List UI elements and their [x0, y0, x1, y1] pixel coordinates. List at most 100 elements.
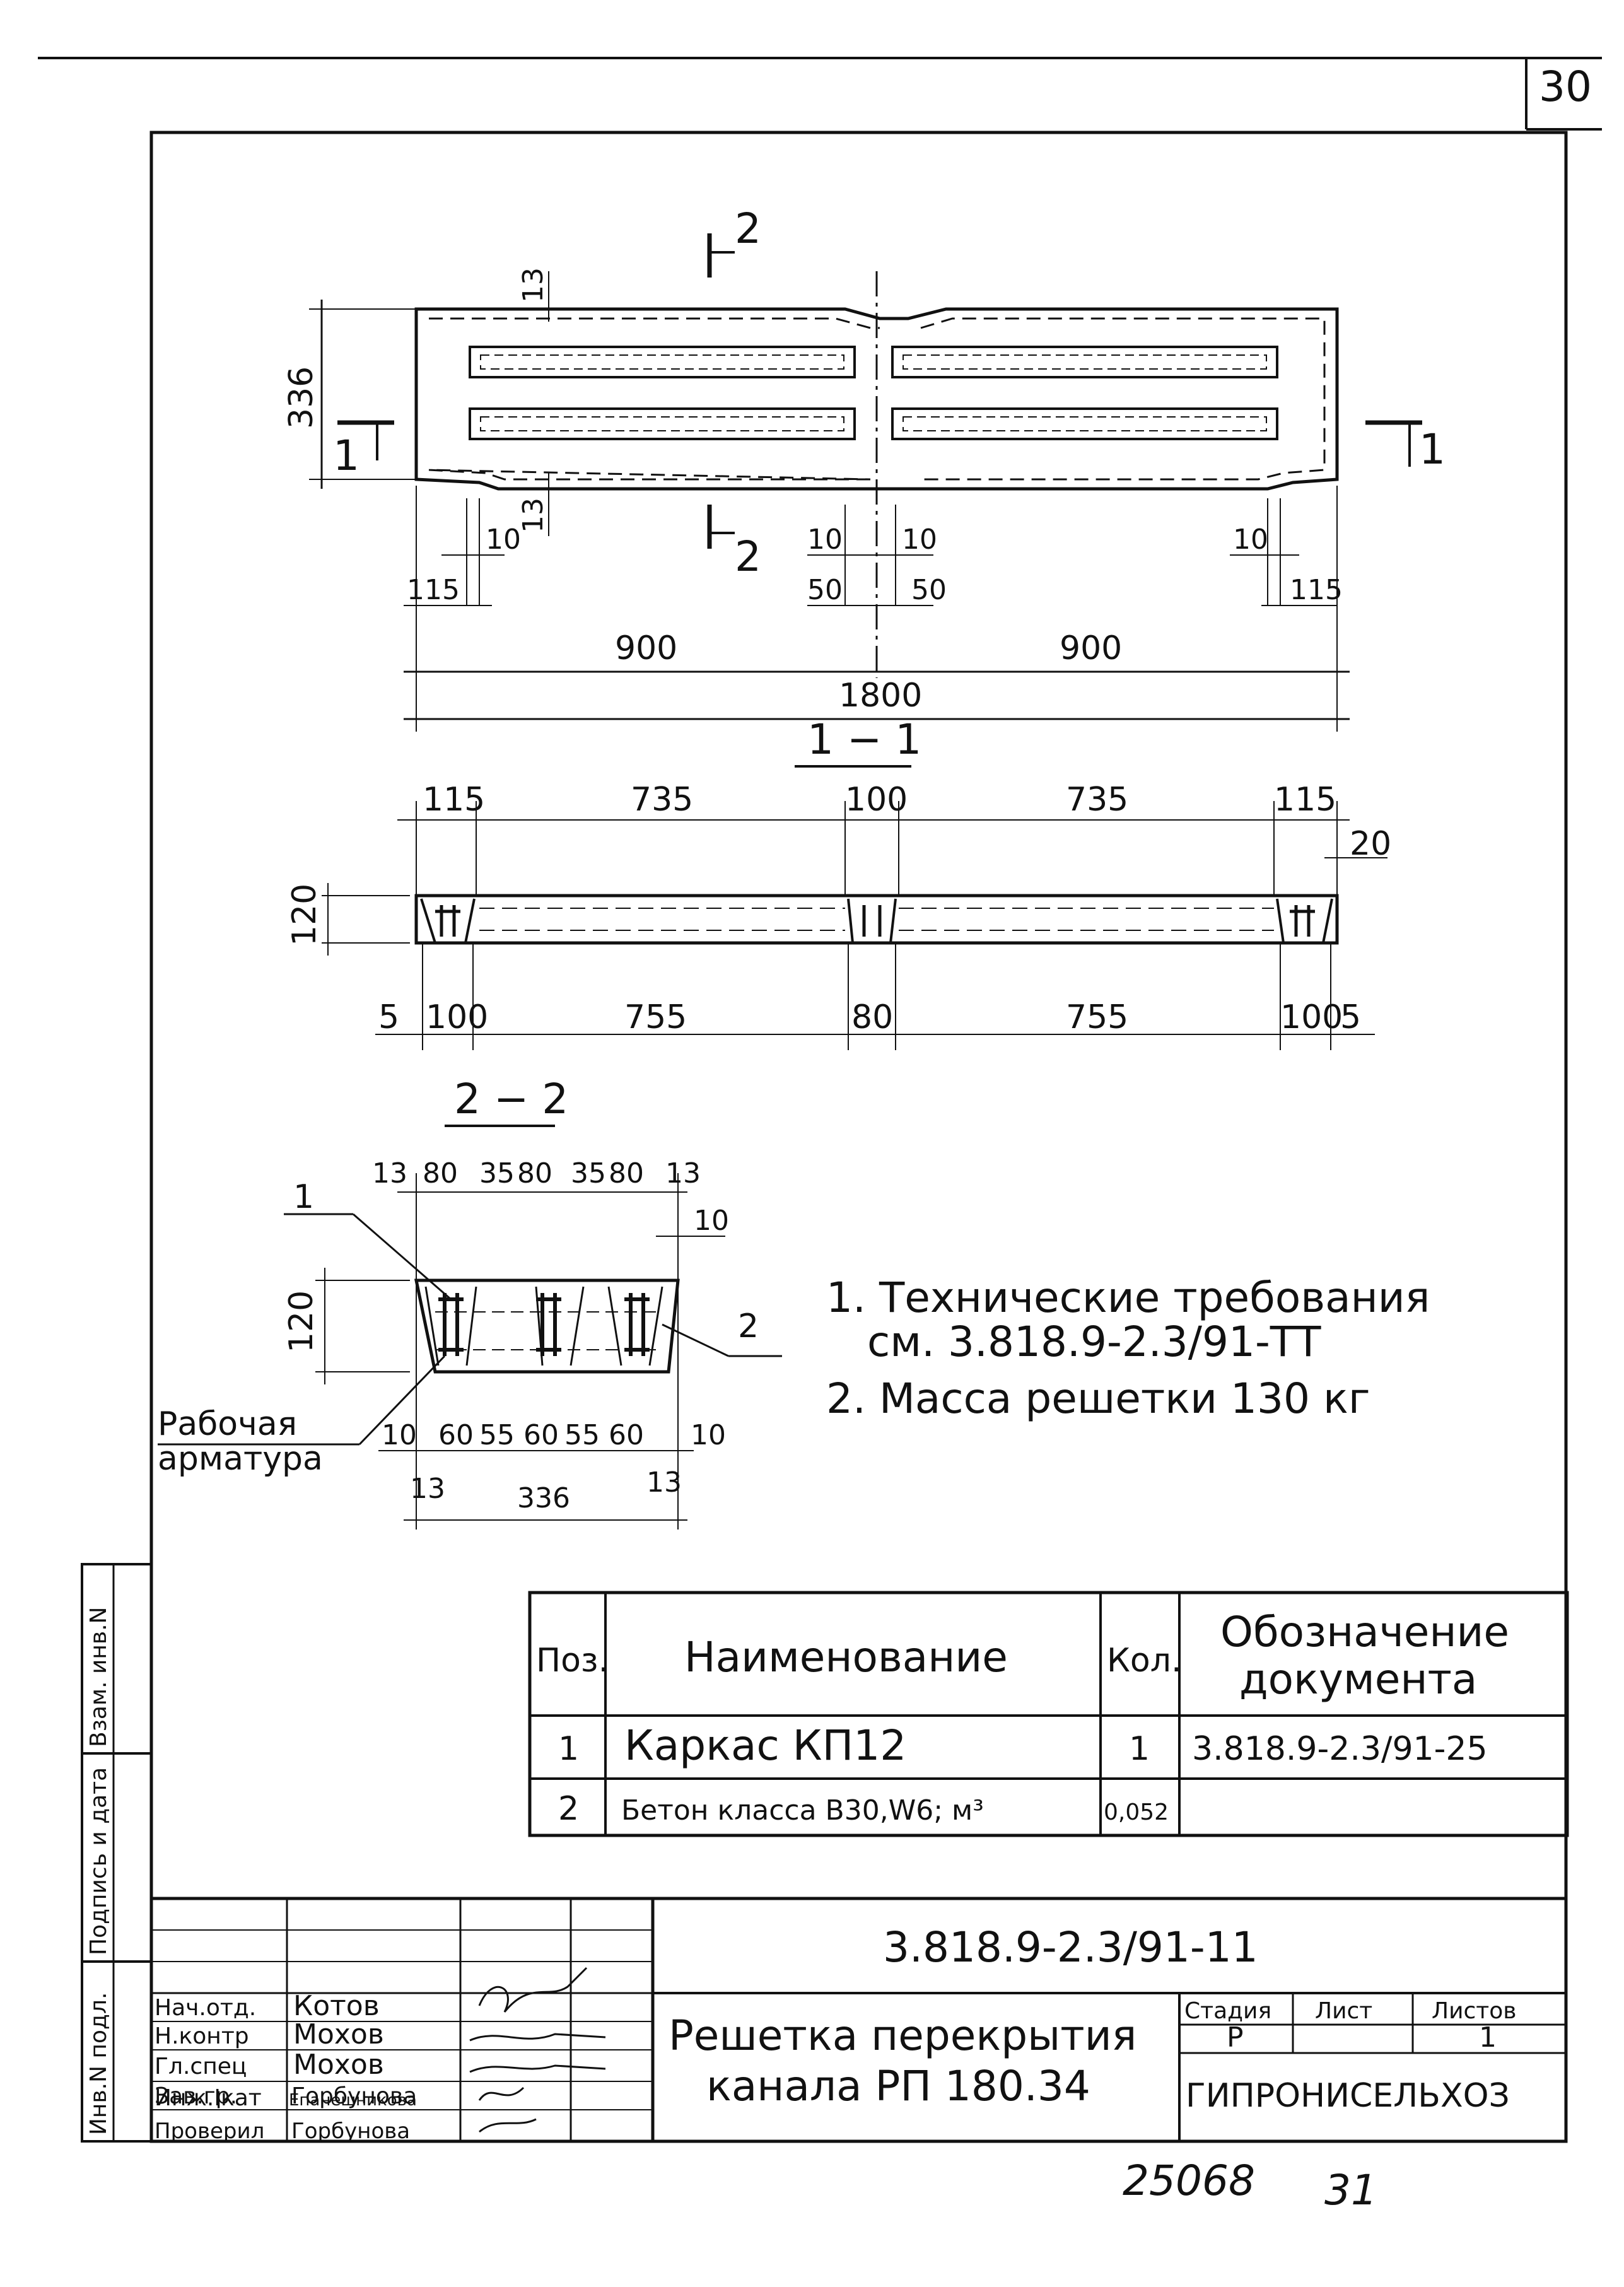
- section-2-2: 2 − 2 13 80 35 80 35 80 13 10 120 1 2 Ра…: [158, 1075, 782, 1530]
- s22-bot-dim-2: 60: [438, 1419, 474, 1451]
- s11-right-dim: 20: [1350, 825, 1391, 863]
- s11-top-dim-4: 735: [1066, 781, 1128, 819]
- s22-top-dim-4: 80: [517, 1157, 552, 1190]
- tb-role-1: Нач.отд.: [155, 1995, 256, 2021]
- s22-top-dim-5: 35: [571, 1157, 606, 1190]
- s11-bot-dim-6: 100: [1280, 998, 1343, 1036]
- spec-header-doc-1: Обозначение: [1220, 1608, 1509, 1656]
- s11-top-dim-1: 115: [423, 781, 485, 819]
- s11-top-dim-3: 100: [845, 781, 908, 819]
- stamp-inv-original: Инв.N подл.: [86, 1992, 112, 2135]
- plan-outline: [414, 307, 1339, 491]
- tb-org: ГИПРОНИСЕЛЬХОЗ: [1186, 2077, 1510, 2115]
- s22-bot-dim-5: 55: [564, 1419, 600, 1451]
- s11-beam: [414, 894, 1339, 945]
- note-1-line-2: см. 3.818.9-2.3/91-ТТ: [867, 1318, 1321, 1366]
- dim-plan-mid-10b: 10: [902, 523, 937, 556]
- s11-bot-dim-1: 5: [378, 998, 399, 1036]
- s11-top-dim-5: 115: [1274, 781, 1336, 819]
- tb-name-6: Горбунова: [291, 2119, 410, 2144]
- dim-plan-mid-10a: 10: [807, 523, 843, 556]
- tb-name-5: Епанешникова: [289, 2091, 417, 2110]
- s22-callout-2: 2: [738, 1307, 759, 1345]
- tb-title-line-1: Решетка перекрытия: [669, 2011, 1136, 2060]
- rebar-label-1: Рабочая: [158, 1405, 297, 1443]
- section-1-left-label: 1: [333, 431, 359, 480]
- tb-name-2: Мохов: [293, 2018, 384, 2050]
- spec-row-2-qty: 0,052: [1104, 1799, 1169, 1825]
- section-2-2-title: 2 − 2: [454, 1075, 568, 1123]
- dim-plan-left-10: 10: [486, 523, 521, 556]
- s22-base-dim-2: 336: [517, 1482, 570, 1514]
- s22-top-dim-1: 13: [372, 1157, 407, 1190]
- spec-row-2-pos: 2: [558, 1790, 579, 1828]
- plan-inner-dashed: [428, 317, 1326, 481]
- tb-role-6: Проверил: [155, 2119, 264, 2144]
- tb-stage: Р: [1227, 2021, 1244, 2054]
- tb-role-2: Н.контр: [155, 2023, 249, 2049]
- s11-bot-dim-7: 5: [1340, 998, 1361, 1036]
- spec-header-name: Наименование: [684, 1633, 1008, 1682]
- tb-sheet-header: Лист: [1315, 1998, 1372, 2024]
- s22-base-dim-1: 13: [410, 1473, 445, 1505]
- spec-row-2-name: Бетон класса В30,W6; м³: [621, 1794, 984, 1827]
- slot-4: [891, 407, 1278, 440]
- spec-row-1-pos: 1: [558, 1730, 579, 1768]
- tb-sheets-header: Листов: [1432, 1998, 1516, 2024]
- s22-top-dim-2: 80: [423, 1157, 458, 1190]
- section-2-top-label: 2: [735, 204, 761, 253]
- spec-row-1-doc: 3.818.9-2.3/91-25: [1192, 1730, 1488, 1768]
- s22-body: [414, 1278, 680, 1374]
- section-2-bottom-label: 2: [735, 532, 761, 581]
- dim-plan-height: 336: [283, 366, 320, 429]
- slot-3: [469, 407, 856, 440]
- s11-height: 120: [286, 884, 324, 946]
- tb-role-3: Гл.спец: [155, 2054, 247, 2079]
- tb-role-4: Зав.гр.: [155, 2083, 237, 2109]
- tb-name-1: Котов: [293, 1990, 380, 2022]
- dim-plan-mid-50b: 50: [911, 574, 947, 606]
- s11-bot-dim-3: 755: [624, 998, 687, 1036]
- side-stamp: Взам. инв.N Подпись и дата Инв.N подл.: [81, 1563, 153, 2143]
- section-1-1: 1 − 1 115 735 100 735 115 20 120: [286, 715, 1391, 1050]
- tb-name-3: Мохов: [293, 2049, 384, 2081]
- notes: 1. Технические требования см. 3.818.9-2.…: [826, 1273, 1430, 1423]
- spec-header-doc-2: документа: [1239, 1655, 1477, 1704]
- s22-bot-dim-6: 60: [609, 1419, 644, 1451]
- spec-header-qty: Кол.: [1107, 1642, 1182, 1680]
- s11-top-dim-2: 735: [631, 781, 693, 819]
- dim-plan-right-115: 115: [1290, 574, 1343, 606]
- signatures: [469, 1967, 606, 2133]
- title-block: Нач.отд. Котов Н.контр Мохов Гл.спец Мох…: [151, 1897, 1566, 2144]
- spec-row-1-name: Каркас КП12: [624, 1721, 906, 1770]
- s22-bot-dim-1: 10: [382, 1419, 417, 1451]
- s11-bot-dim-2: 100: [426, 998, 488, 1036]
- s22-callout-1: 1: [293, 1178, 314, 1216]
- dim-plan-half-right: 900: [1060, 629, 1122, 667]
- s22-right-dim: 10: [694, 1205, 729, 1237]
- dim-plan-left-115: 115: [407, 574, 460, 606]
- drawing-frame: [149, 131, 1568, 2143]
- rebar-label-2: арматура: [158, 1440, 323, 1478]
- section-1-right-label: 1: [1419, 425, 1446, 474]
- s11-bot-dim-4: 80: [851, 998, 893, 1036]
- stamp-replace-inv: Взам. инв.N: [86, 1607, 112, 1747]
- inventory-number: 25068: [1123, 2156, 1255, 2205]
- plan-view: 2 2 1 1 336 13 13 10 115 10 10 50: [283, 204, 1446, 732]
- note-1-line-1: 1. Технические требования: [826, 1273, 1430, 1322]
- s22-base-dim-3: 13: [646, 1466, 682, 1499]
- dim-plan-edge-bottom: 13: [517, 498, 549, 533]
- dim-plan-right-10: 10: [1233, 523, 1268, 556]
- dim-plan-total: 1800: [839, 677, 922, 715]
- s22-height: 120: [283, 1290, 320, 1353]
- s22-top-dim-3: 35: [479, 1157, 515, 1190]
- sheet-number-handwritten: 31: [1324, 2166, 1377, 2214]
- tb-sheets: 1: [1479, 2021, 1497, 2054]
- tb-stage-header: Стадия: [1184, 1998, 1271, 2024]
- tb-name-4: Горбунова: [291, 2083, 417, 2109]
- page-number: 30: [1539, 62, 1592, 111]
- s22-top-dim-6: 80: [609, 1157, 644, 1190]
- s22-bot-dim-7: 10: [691, 1419, 726, 1451]
- note-2: 2. Масса решетки 130 кг: [826, 1374, 1370, 1423]
- dim-plan-edge-top: 13: [517, 267, 549, 303]
